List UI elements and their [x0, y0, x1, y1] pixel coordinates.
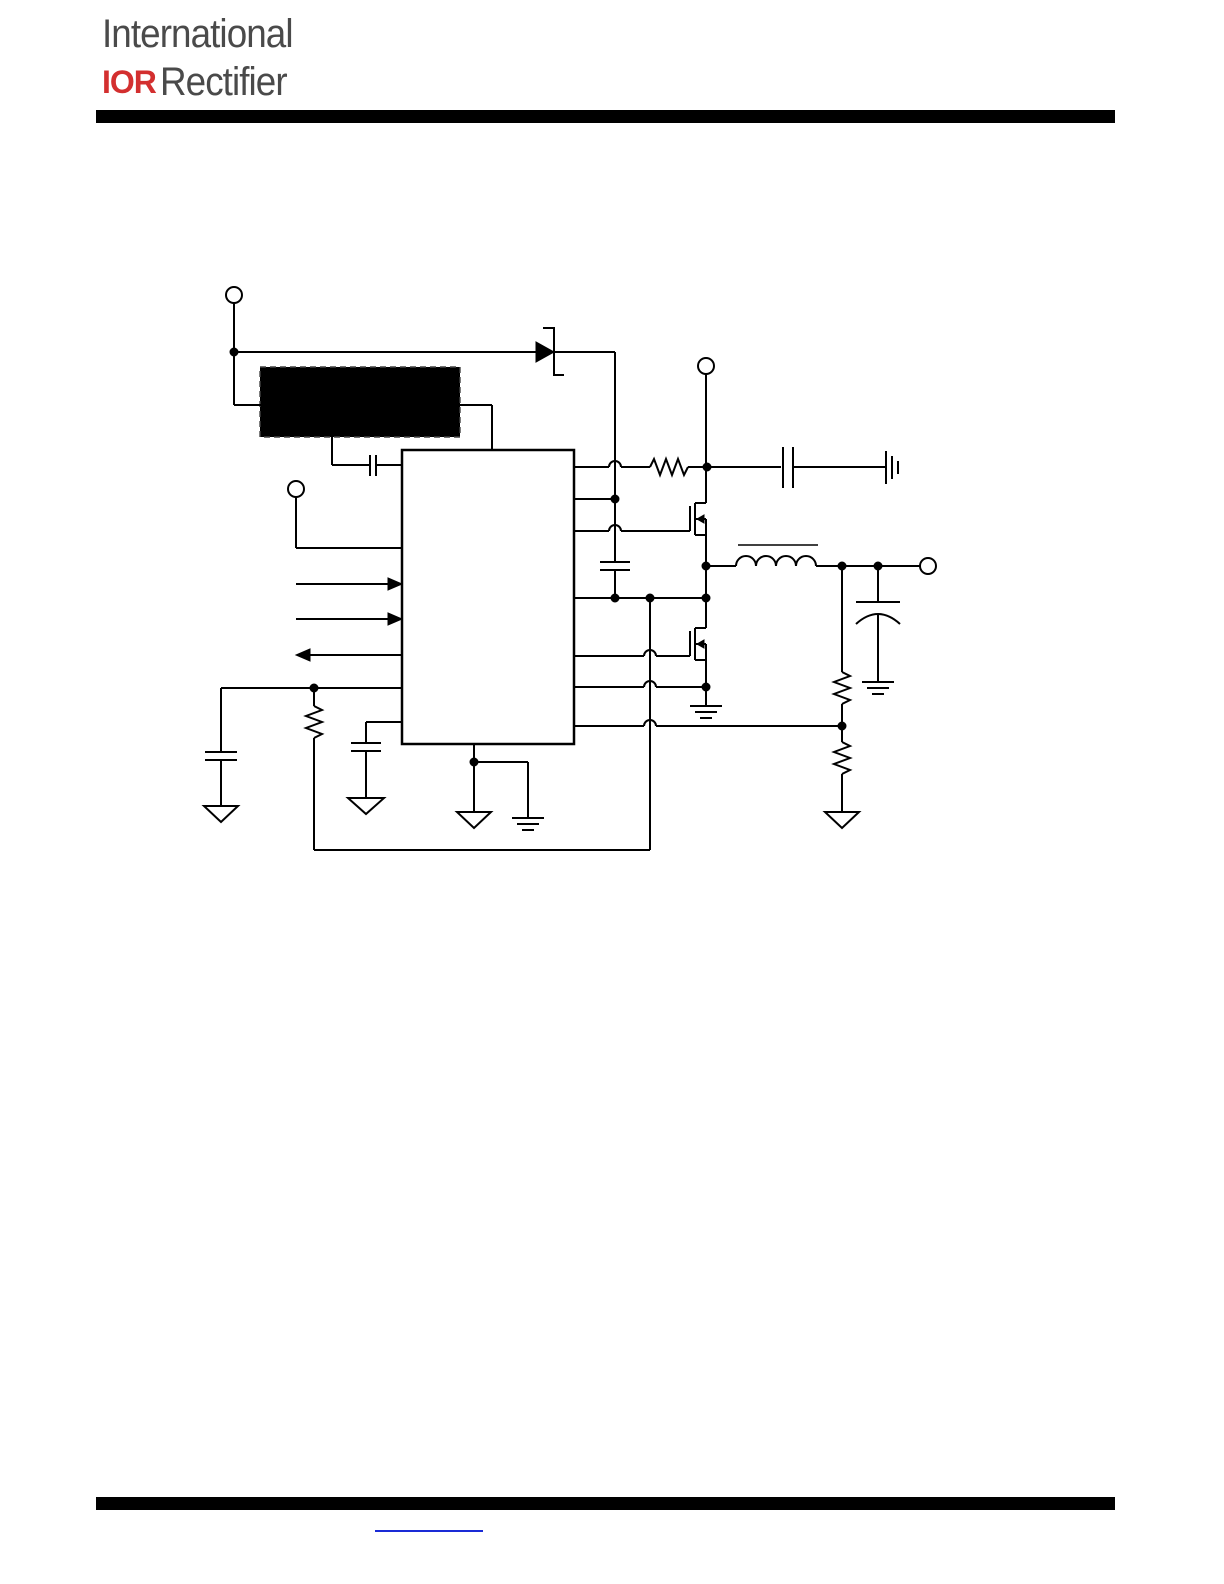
high-side-mosfet	[689, 467, 707, 566]
compensation-capacitor	[345, 721, 402, 816]
input-terminal-top-left	[225, 286, 243, 405]
ic-ground	[454, 744, 544, 831]
header-rule	[96, 110, 1115, 123]
gate-resistor-wire	[574, 456, 781, 478]
ic-right-pin-wires	[574, 459, 842, 727]
output-capacitor	[855, 566, 901, 695]
enable-input-terminal	[287, 480, 402, 549]
feedback-divider-resistors	[822, 566, 862, 830]
output-inductor	[701, 544, 920, 598]
bootstrap-capacitor	[331, 405, 402, 476]
logo-line-rectifier: IOR Rectifier	[102, 58, 298, 106]
schottky-diode-top	[234, 327, 616, 459]
left-capacitor-to-ground	[201, 683, 402, 824]
company-logo: International IOR Rectifier	[102, 10, 332, 105]
vin-terminal	[697, 357, 715, 467]
footer-website-link[interactable]	[375, 1530, 483, 1532]
footer-rule	[96, 1497, 1115, 1510]
low-side-mosfet	[689, 598, 722, 719]
vout-terminal	[919, 557, 937, 575]
input-bulk-capacitor	[782, 447, 899, 488]
logo-text-rectifier: Rectifier	[159, 60, 288, 104]
feedback-resistor-left	[303, 598, 651, 851]
ior-logo-mark: IOR	[102, 64, 157, 100]
signal-output-arrow	[294, 648, 402, 662]
signal-input-arrow-2	[296, 612, 404, 626]
signal-input-arrow-1	[296, 577, 404, 591]
controller-ic	[400, 448, 576, 746]
logo-text-international: International	[102, 12, 294, 56]
